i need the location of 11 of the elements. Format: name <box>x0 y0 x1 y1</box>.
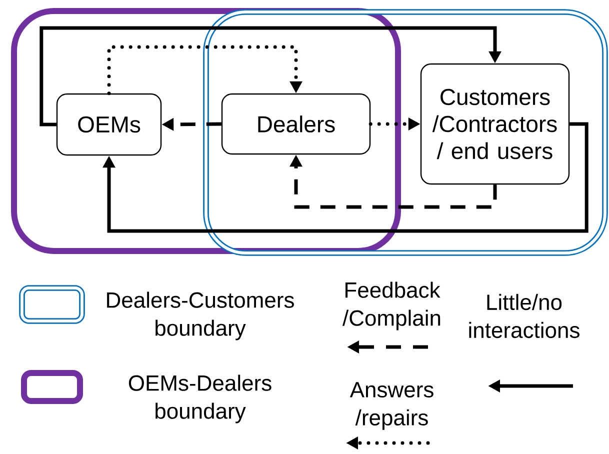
legend-label: Dealers-Customers boundary <box>107 292 294 340</box>
legend-label: Little/no interactions <box>469 294 580 338</box>
process-box: OEMs <box>56 93 162 156</box>
legend-label: Answers /repairs <box>350 382 434 430</box>
process-box: Dealers <box>221 93 371 155</box>
legend-label: OEMs-Dealers boundary <box>128 374 272 424</box>
arrow <box>40 26 502 126</box>
process-box: Customers /Contractors / end users <box>420 63 570 185</box>
legend-label: Feedback /Complain <box>342 282 440 330</box>
arrow <box>107 45 302 96</box>
arrow <box>102 122 588 233</box>
